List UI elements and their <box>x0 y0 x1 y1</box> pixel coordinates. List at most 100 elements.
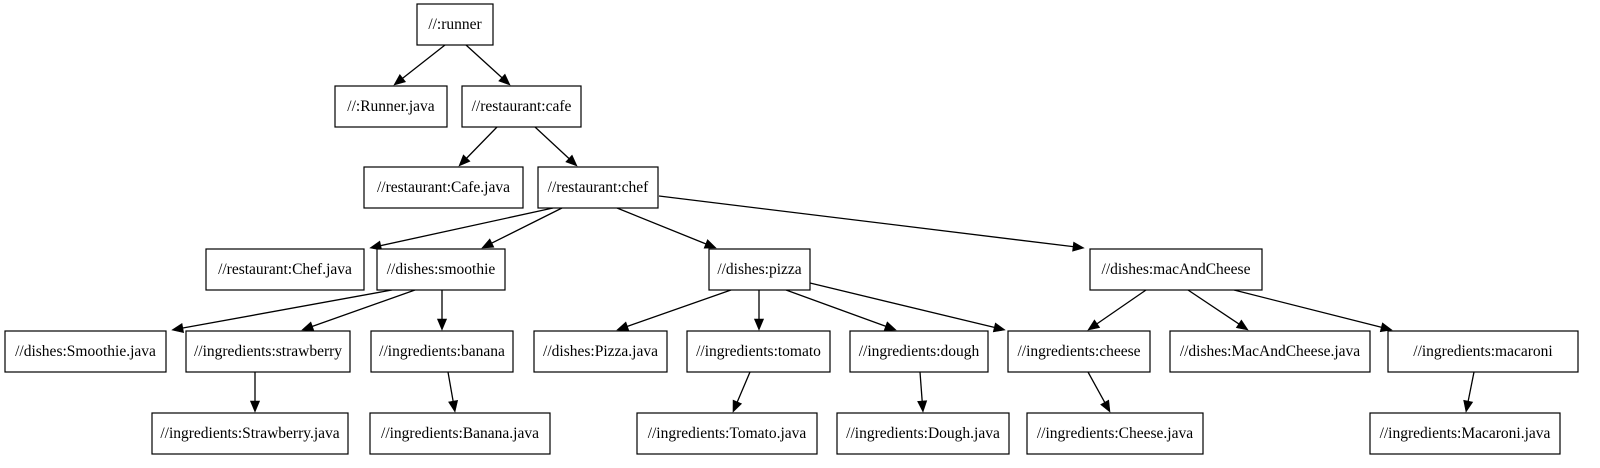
graph-node-ing_macaroni[interactable]: //ingredients:macaroni <box>1387 330 1579 373</box>
graph-node-runner[interactable]: //:runner <box>416 3 494 46</box>
graph-node-strawberry_java[interactable]: //ingredients:Strawberry.java <box>151 412 349 455</box>
graph-node-macandcheese_java[interactable]: //dishes:MacAndCheese.java <box>1169 330 1371 373</box>
graph-node-banana_java[interactable]: //ingredients:Banana.java <box>369 412 551 455</box>
arrowhead-icon <box>1379 322 1393 333</box>
node-label: //ingredients:Strawberry.java <box>160 425 339 442</box>
graph-edge <box>809 282 1006 333</box>
graph-edge <box>753 290 765 331</box>
node-label: //dishes:Smoothie.java <box>15 343 156 360</box>
arrowhead-icon <box>301 321 315 331</box>
graph-edge <box>393 44 446 86</box>
node-box[interactable] <box>461 85 582 128</box>
graph-node-ing_cheese[interactable]: //ingredients:cheese <box>1007 330 1151 373</box>
node-label: //ingredients:Cheese.java <box>1037 425 1193 442</box>
node-box[interactable] <box>1089 248 1263 291</box>
node-box[interactable] <box>205 248 365 291</box>
arrowhead-icon <box>448 399 459 413</box>
graph-node-chef_java[interactable]: //restaurant:Chef.java <box>205 248 365 291</box>
node-label: //restaurant:Chef.java <box>218 261 352 278</box>
arrowhead-icon <box>481 238 495 249</box>
node-label: //ingredients:macaroni <box>1413 343 1553 360</box>
graph-edge <box>616 207 717 249</box>
node-box[interactable] <box>1169 330 1371 373</box>
node-label: //dishes:pizza <box>717 261 801 278</box>
graph-node-restaurant_chef[interactable]: //restaurant:chef <box>537 166 659 209</box>
graph-edge <box>917 371 928 413</box>
node-box[interactable] <box>185 330 351 373</box>
node-box[interactable] <box>334 85 448 128</box>
node-box[interactable] <box>533 330 668 373</box>
arrowhead-icon <box>393 74 407 86</box>
node-box[interactable] <box>369 412 551 455</box>
node-label: //:runner <box>428 16 482 33</box>
arrowhead-icon <box>1235 319 1249 331</box>
edge-line <box>1096 289 1147 325</box>
edge-layer <box>171 44 1475 413</box>
arrowhead-icon <box>565 154 578 167</box>
arrowhead-icon <box>1100 399 1111 413</box>
graph-node-ing_strawberry[interactable]: //ingredients:strawberry <box>185 330 351 373</box>
node-box[interactable] <box>370 330 514 373</box>
node-label: //ingredients:Banana.java <box>381 425 539 442</box>
graph-edge <box>785 289 897 331</box>
node-box[interactable] <box>708 248 811 291</box>
graph-node-runner_java[interactable]: //:Runner.java <box>334 85 448 128</box>
graph-node-ing_banana[interactable]: //ingredients:banana <box>370 330 514 373</box>
node-box[interactable] <box>537 166 659 209</box>
graph-node-cafe_java[interactable]: //restaurant:Cafe.java <box>363 166 524 209</box>
node-label: //ingredients:Dough.java <box>846 425 1000 442</box>
edge-line <box>627 289 732 327</box>
node-box[interactable] <box>1387 330 1579 373</box>
edge-line <box>809 282 995 329</box>
node-label: //ingredients:cheese <box>1017 343 1140 360</box>
graph-node-pizza_java[interactable]: //dishes:Pizza.java <box>533 330 668 373</box>
graph-edge <box>1187 289 1249 331</box>
graph-edge <box>658 195 1085 252</box>
node-box[interactable] <box>636 412 818 455</box>
node-box[interactable] <box>376 248 506 291</box>
graph-node-smoothie_java[interactable]: //dishes:Smoothie.java <box>4 330 167 373</box>
node-box[interactable] <box>686 330 831 373</box>
node-label: //dishes:macAndCheese <box>1102 261 1251 278</box>
node-label: //ingredients:strawberry <box>194 343 342 360</box>
node-label: //ingredients:Macaroni.java <box>1380 425 1551 442</box>
graph-node-ing_tomato[interactable]: //ingredients:tomato <box>686 330 831 373</box>
arrowhead-icon <box>1072 241 1085 252</box>
graph-node-ing_dough[interactable]: //ingredients:dough <box>849 330 989 373</box>
graph-node-dishes_smoothie[interactable]: //dishes:smoothie <box>376 248 506 291</box>
node-box[interactable] <box>363 166 524 209</box>
graph-edge <box>534 126 578 167</box>
graph-node-dough_java[interactable]: //ingredients:Dough.java <box>836 412 1010 455</box>
node-box[interactable] <box>849 330 989 373</box>
graph-node-dishes_pizza[interactable]: //dishes:pizza <box>708 248 811 291</box>
node-label: //dishes:MacAndCheese.java <box>1180 343 1360 360</box>
graph-edge <box>301 289 416 331</box>
edge-line <box>312 289 416 327</box>
graph-edge <box>369 207 554 251</box>
graph-node-dishes_macandcheese[interactable]: //dishes:macAndCheese <box>1089 248 1263 291</box>
node-box[interactable] <box>151 412 349 455</box>
node-box[interactable] <box>4 330 167 373</box>
node-box[interactable] <box>1007 330 1151 373</box>
graph-edge <box>249 372 261 413</box>
node-box[interactable] <box>1026 412 1204 455</box>
graph-node-restaurant_cafe[interactable]: //restaurant:cafe <box>461 85 582 128</box>
graph-node-cheese_java[interactable]: //ingredients:Cheese.java <box>1026 412 1204 455</box>
edge-line <box>919 371 923 402</box>
node-label: //restaurant:Cafe.java <box>377 179 510 196</box>
edge-line <box>491 207 563 244</box>
graph-edge <box>1087 289 1147 331</box>
node-box[interactable] <box>836 412 1010 455</box>
graph-node-tomato_java[interactable]: //ingredients:Tomato.java <box>636 412 818 455</box>
node-label: //ingredients:Tomato.java <box>648 425 807 442</box>
edge-line <box>785 289 886 327</box>
arrowhead-icon <box>369 240 383 251</box>
node-box[interactable] <box>1369 412 1561 455</box>
graph-node-macaroni_java[interactable]: //ingredients:Macaroni.java <box>1369 412 1561 455</box>
graph-edge <box>436 290 448 331</box>
node-box[interactable] <box>416 3 494 46</box>
graph-edge <box>1087 371 1111 413</box>
edge-line <box>402 44 446 79</box>
node-label: //dishes:Pizza.java <box>543 343 658 360</box>
